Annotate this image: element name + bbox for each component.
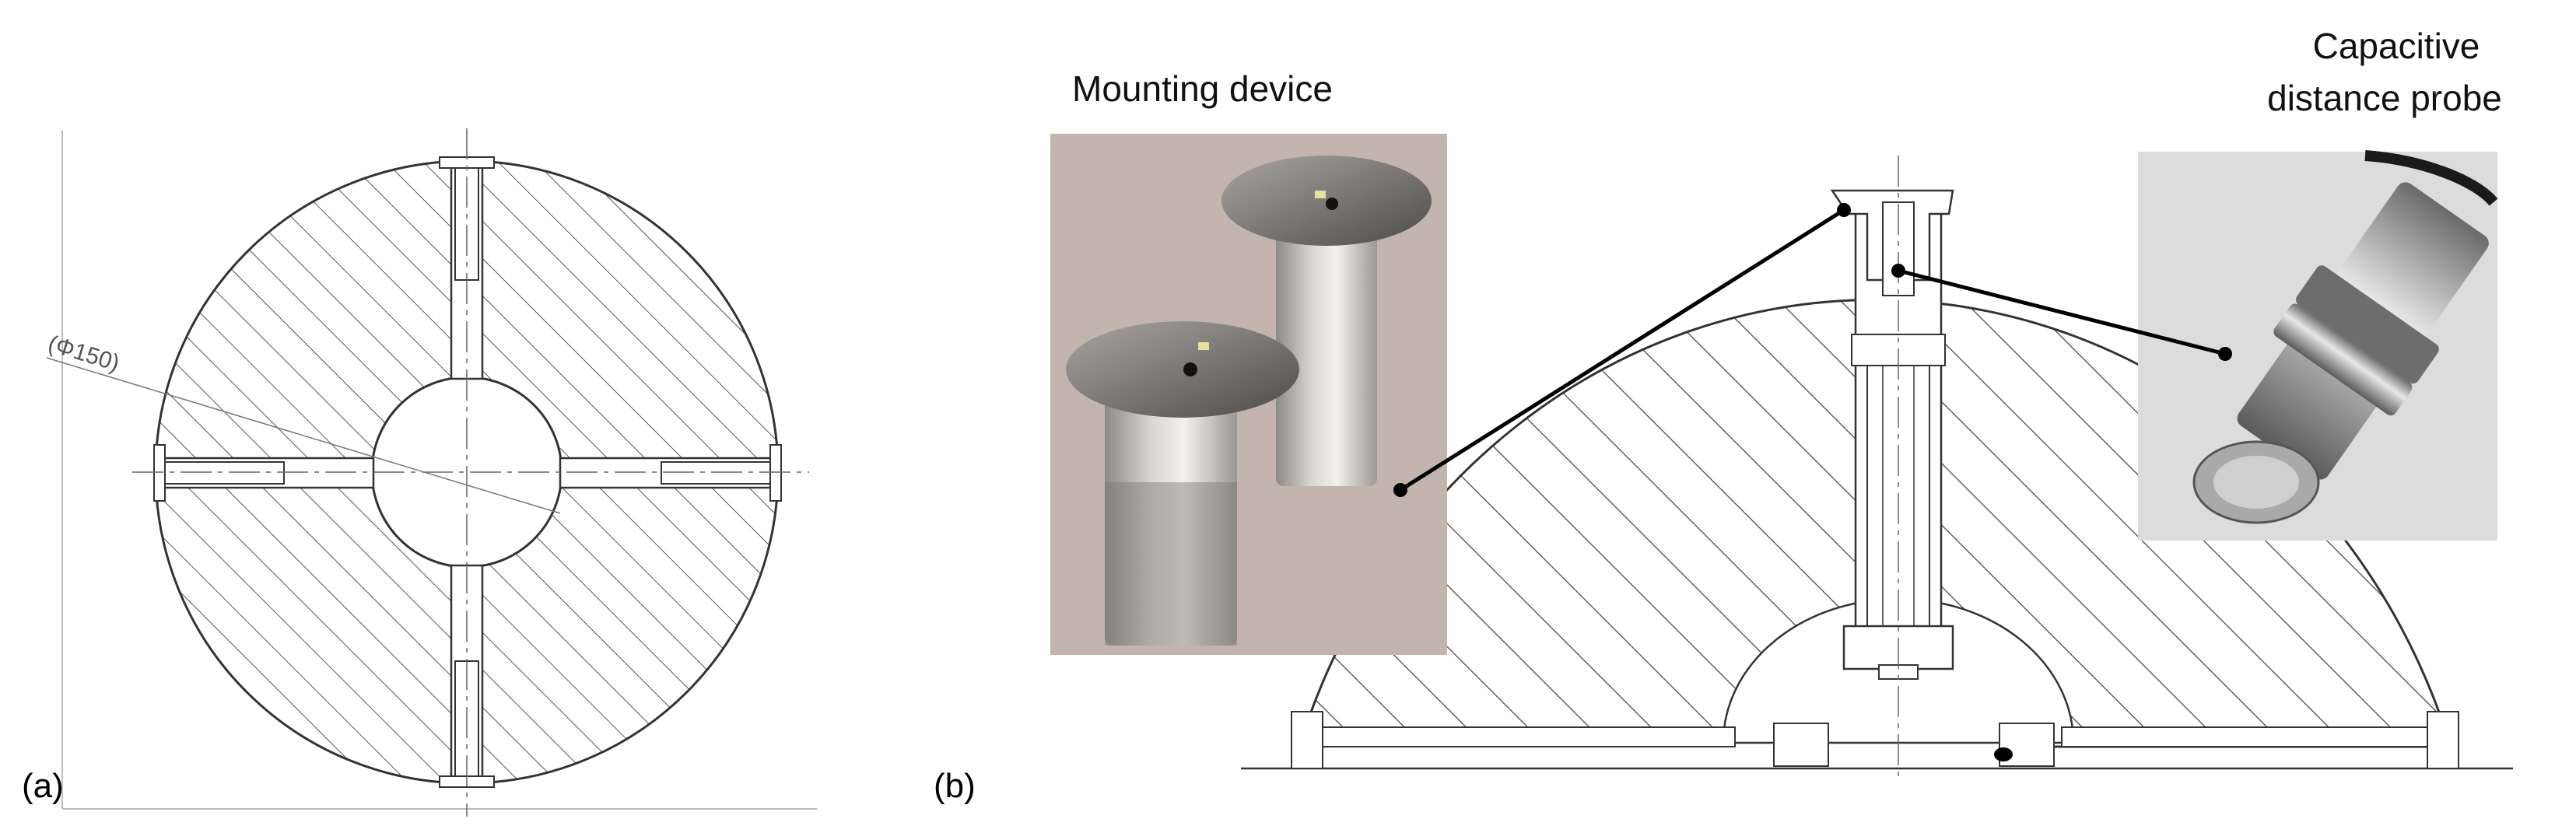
flange-left	[1291, 711, 1323, 769]
leader-dot	[1837, 203, 1851, 217]
plug-left	[163, 461, 285, 485]
cap-right	[769, 444, 782, 502]
base-block	[1773, 723, 1829, 767]
leader-dot	[2218, 347, 2232, 361]
flange-right	[2427, 711, 2459, 769]
panel-b-label: (b)	[934, 767, 976, 805]
panel-a-drawing: (Φ150) (a)	[22, 128, 817, 817]
mounting-device-photo	[1050, 134, 1447, 655]
leader-dot	[1393, 483, 1407, 497]
capacitive-probe-photo	[2138, 150, 2498, 541]
mounting-device-caption: Mounting device	[1072, 68, 1333, 109]
leader-dot	[1891, 264, 1905, 278]
probe-caption-line1: Capacitive	[2313, 26, 2480, 66]
plug-right	[661, 461, 775, 485]
panel-b-drawing: Mounting device Capacitive distance prob…	[934, 26, 2513, 805]
panel-a-label: (a)	[22, 767, 64, 805]
mounting-device-leader	[1399, 208, 1845, 492]
probe-caption-line2: distance probe	[2267, 78, 2502, 118]
base-plate-right	[2061, 726, 2452, 747]
diameter-leader	[46, 357, 561, 514]
probe-sleeve	[1866, 341, 1930, 639]
diameter-dimension: (Φ150)	[45, 331, 123, 376]
base-plate-left	[1299, 726, 1736, 747]
cap-left	[153, 444, 166, 502]
seal-dot	[1994, 747, 2013, 761]
probe-leader	[1898, 268, 2226, 356]
